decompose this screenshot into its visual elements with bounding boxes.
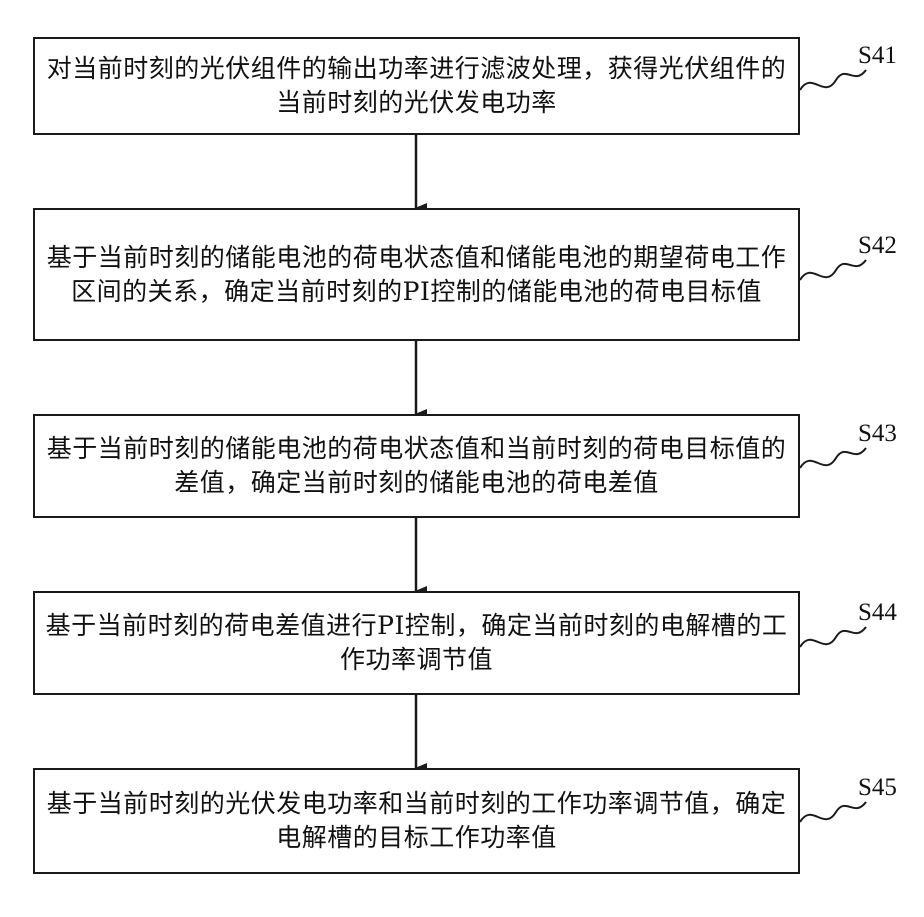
leader-s44	[800, 627, 866, 647]
step-box-s41: 对当前时刻的光伏组件的输出功率进行滤波处理，获得光伏组件的当前时刻的光伏发电功率	[33, 37, 800, 135]
leader-s41	[800, 70, 866, 90]
step-label-s42: S42	[858, 232, 897, 260]
step-text-s41: 对当前时刻的光伏组件的输出功率进行滤波处理，获得光伏组件的当前时刻的光伏发电功率	[35, 52, 798, 120]
step-label-s44: S44	[858, 599, 897, 627]
step-box-s45: 基于当前时刻的光伏发电功率和当前时刻的工作功率调节值，确定电解槽的目标工作功率值	[33, 768, 800, 874]
step-label-s41: S41	[858, 42, 897, 70]
step-label-s43: S43	[858, 420, 897, 448]
leader-s43	[800, 448, 866, 468]
step-box-s44: 基于当前时刻的荷电差值进行PI控制，确定当前时刻的电解槽的工作功率调节值	[33, 591, 800, 695]
step-text-s43: 基于当前时刻的储能电池的荷电状态值和当前时刻的荷电目标值的差值，确定当前时刻的储…	[35, 432, 798, 500]
step-box-s42: 基于当前时刻的储能电池的荷电状态值和储能电池的期望荷电工作区间的关系，确定当前时…	[33, 208, 800, 341]
leader-s42	[800, 260, 866, 280]
leader-s45	[800, 802, 866, 822]
step-box-s43: 基于当前时刻的储能电池的荷电状态值和当前时刻的荷电目标值的差值，确定当前时刻的储…	[33, 414, 800, 518]
step-text-s42: 基于当前时刻的储能电池的荷电状态值和储能电池的期望荷电工作区间的关系，确定当前时…	[35, 241, 798, 309]
step-text-s45: 基于当前时刻的光伏发电功率和当前时刻的工作功率调节值，确定电解槽的目标工作功率值	[35, 787, 798, 855]
step-text-s44: 基于当前时刻的荷电差值进行PI控制，确定当前时刻的电解槽的工作功率调节值	[35, 609, 798, 677]
step-label-s45: S45	[858, 774, 897, 802]
